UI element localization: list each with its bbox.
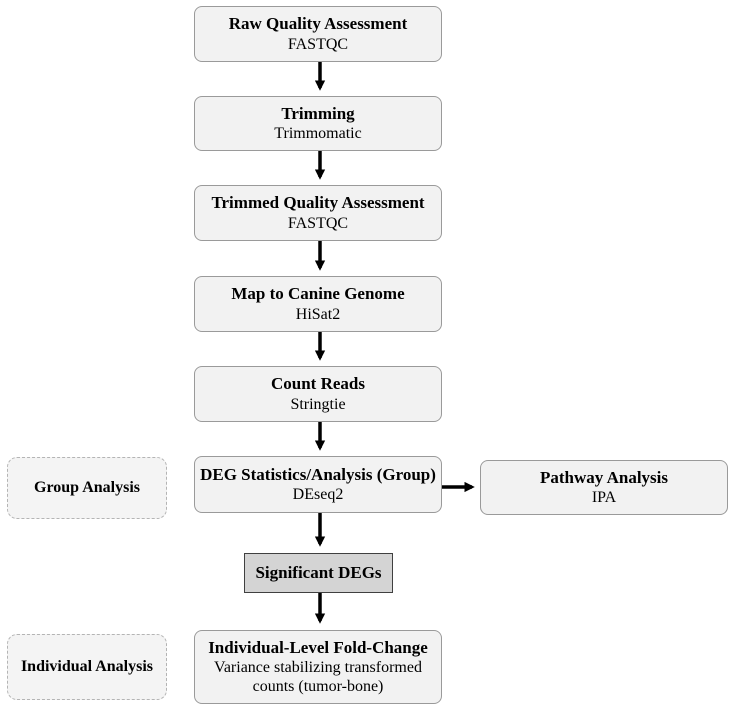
step-title: Count Reads — [271, 374, 365, 394]
step-tool: FASTQC — [287, 35, 349, 53]
individual-analysis-text: Individual Analysis — [20, 658, 154, 675]
significant-degs-label: Significant DEGs — [255, 563, 382, 582]
individual-fold-change-box: Individual-Level Fold-Change Variance st… — [194, 630, 442, 704]
step-count-reads: Count Reads Stringtie — [194, 366, 442, 422]
step-title: Trimming — [281, 103, 355, 123]
individual-analysis-label: Individual Analysis — [7, 634, 167, 700]
step-title: DEG Statistics/Analysis (Group) — [200, 464, 436, 484]
significant-degs-box: Significant DEGs — [244, 553, 393, 593]
step-tool: HiSat2 — [295, 305, 341, 323]
step-tool: Stringtie — [290, 395, 346, 413]
step-raw-quality-assessment: Raw Quality Assessment FASTQC — [194, 6, 442, 62]
step-trimming: Trimming Trimmomatic — [194, 96, 442, 151]
step-tool: DEseq2 — [292, 486, 344, 504]
step-tool: Trimmomatic — [274, 125, 362, 143]
step-deg-statistics: DEG Statistics/Analysis (Group) DEseq2 — [194, 456, 442, 513]
pathway-analysis-box: Pathway Analysis IPA — [480, 460, 728, 515]
pathway-title: Pathway Analysis — [540, 467, 668, 487]
step-trimmed-quality-assessment: Trimmed Quality Assessment FASTQC — [194, 185, 442, 241]
step-title: Map to Canine Genome — [231, 284, 405, 304]
group-analysis-text: Group Analysis — [34, 479, 140, 496]
step-title: Trimmed Quality Assessment — [211, 193, 425, 213]
step-tool: FASTQC — [287, 214, 349, 232]
individual-title: Individual-Level Fold-Change — [208, 637, 428, 657]
pathway-tool: IPA — [591, 489, 617, 507]
individual-tool: Variance stabilizing transformed counts … — [214, 659, 422, 696]
step-map-to-canine-genome: Map to Canine Genome HiSat2 — [194, 276, 442, 332]
step-title: Raw Quality Assessment — [228, 14, 408, 34]
group-analysis-label: Group Analysis — [7, 457, 167, 519]
